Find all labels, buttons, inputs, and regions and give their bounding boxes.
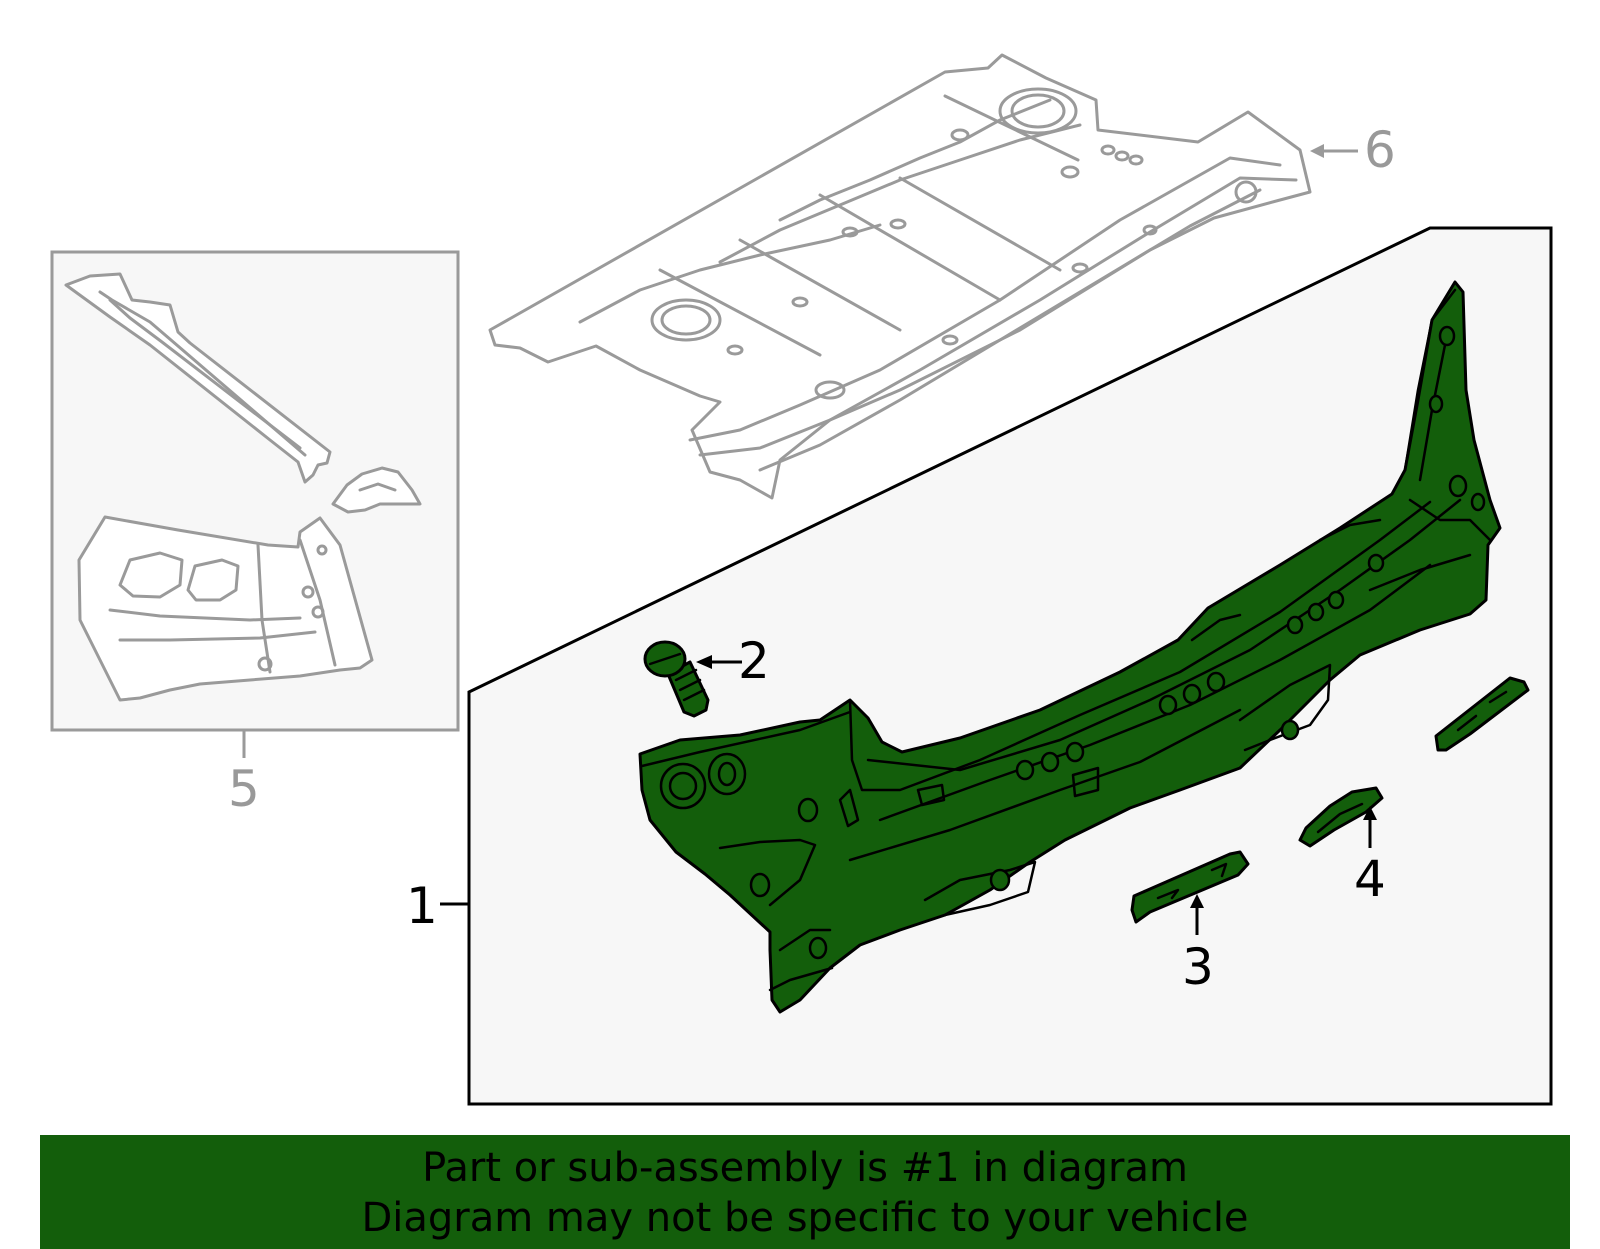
part-3-arrowhead — [1190, 894, 1204, 908]
callout-4: 4 — [1354, 850, 1386, 908]
part-5-drawing — [64, 272, 422, 702]
part-4-arrowhead — [1363, 806, 1377, 820]
callout-5: 5 — [228, 760, 260, 818]
banner-line-1: Part or sub-assembly is #1 in diagram — [422, 1145, 1188, 1191]
banner-line-2: Diagram may not be specific to your vehi… — [361, 1195, 1249, 1241]
notice-banner: Part or sub-assembly is #1 in diagram Di… — [40, 1135, 1570, 1249]
part-4-drawing — [1298, 786, 1384, 848]
part-1-drawing — [638, 280, 1502, 1014]
callout-2: 2 — [738, 632, 770, 690]
part-2-drawing — [643, 640, 710, 718]
part-6-drawing — [488, 53, 1312, 500]
part-6-arrowhead — [1310, 144, 1324, 158]
callout-6: 6 — [1364, 121, 1396, 179]
part-3-drawing — [1130, 850, 1250, 924]
part-2-arrowhead — [696, 655, 712, 669]
callout-1: 1 — [406, 877, 438, 935]
callout-3: 3 — [1182, 938, 1214, 996]
side-bracket-drawing — [1434, 676, 1530, 752]
